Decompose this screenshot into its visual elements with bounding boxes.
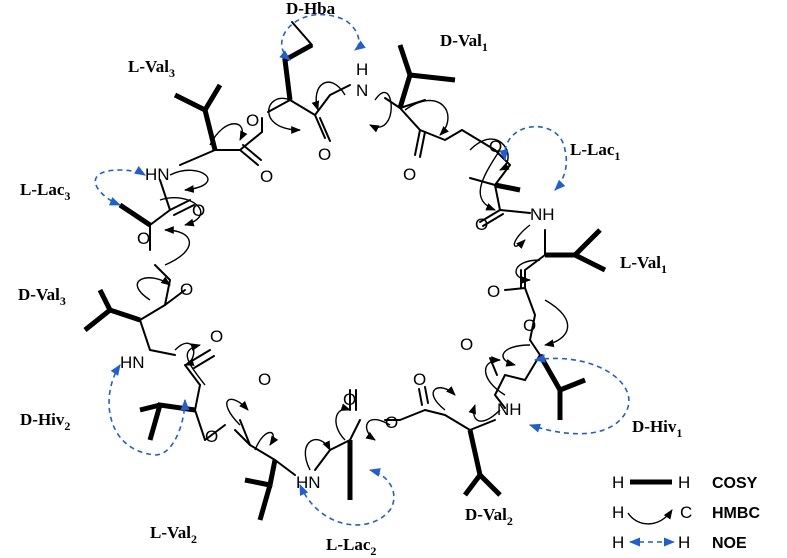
- legend-hmbc-label: HMBC: [712, 505, 760, 522]
- atom-hn-val2: HN: [296, 473, 321, 492]
- atom-n-hba-n: N: [356, 81, 368, 100]
- legend-cosy-label: COSY: [712, 475, 758, 492]
- label-l-lac2: L-Lac2: [326, 535, 376, 558]
- atom-n-hba: H: [356, 60, 368, 79]
- label-l-val2: L-Val2: [150, 523, 197, 546]
- atom-nh-val1: NH: [530, 205, 555, 224]
- legend-noe-label: NOE: [712, 535, 747, 552]
- legend-cosy-h-left: H: [612, 473, 624, 492]
- atom-hn-lac3: HN: [145, 165, 170, 184]
- atom-o-9: O: [180, 280, 193, 299]
- atom-o-16: O: [413, 370, 426, 389]
- noe-arrows: [94, 13, 630, 526]
- legend-noe-h-right: H: [678, 533, 690, 552]
- label-d-hiv1: D-Hiv1: [632, 417, 682, 440]
- atom-o-17: O: [205, 427, 218, 446]
- atom-o-4: O: [489, 137, 502, 156]
- label-d-hiv2: D-Hiv2: [20, 410, 70, 433]
- label-l-val3: L-Val3: [128, 57, 175, 80]
- atom-o-3: O: [260, 167, 273, 186]
- cosy-bonds: [83, 42, 607, 521]
- residue-labels: D-Hba D-Val1 L-Val3 L-Lac1 L-Lac3 L-Val1…: [18, 0, 682, 558]
- legend-hmbc-h: H: [612, 503, 624, 522]
- label-d-val1: D-Val1: [440, 31, 488, 54]
- atom-o-7: O: [137, 229, 150, 248]
- legend-noe-h-left: H: [612, 533, 624, 552]
- atom-o-18: O: [385, 413, 398, 432]
- atom-o-15: O: [343, 390, 356, 409]
- legend-hmbc-c: C: [680, 503, 692, 522]
- legend-hmbc-arrow: [627, 509, 673, 525]
- legend: H H COSY H C HMBC H H NOE: [612, 473, 760, 552]
- atom-o-14: O: [258, 370, 271, 389]
- atom-o-6: O: [192, 201, 205, 220]
- hmbc-arrows: [136, 81, 569, 471]
- atom-o-2: O: [318, 145, 331, 164]
- label-d-hba: D-Hba: [286, 0, 336, 18]
- atom-o-11: O: [523, 316, 536, 335]
- atom-nh-hiv1: NH: [497, 400, 522, 419]
- atom-o-8: O: [475, 215, 488, 234]
- atom-labels: H N O O O O O HN O O O NH O O O O O HN N…: [120, 60, 555, 492]
- atom-o-13: O: [460, 335, 473, 354]
- label-d-val2: D-Val2: [465, 505, 513, 528]
- legend-cosy-h-right: H: [678, 473, 690, 492]
- label-l-val1: L-Val1: [620, 253, 667, 276]
- label-l-lac1: L-Lac1: [570, 140, 620, 163]
- atom-hn-val3: HN: [120, 353, 145, 372]
- atom-o-10: O: [487, 282, 500, 301]
- label-l-lac3: L-Lac3: [20, 180, 70, 203]
- atom-o-1: O: [246, 111, 259, 130]
- atom-o-5: O: [403, 165, 416, 184]
- label-d-val3: D-Val3: [18, 285, 66, 308]
- atom-o-12: O: [210, 327, 223, 346]
